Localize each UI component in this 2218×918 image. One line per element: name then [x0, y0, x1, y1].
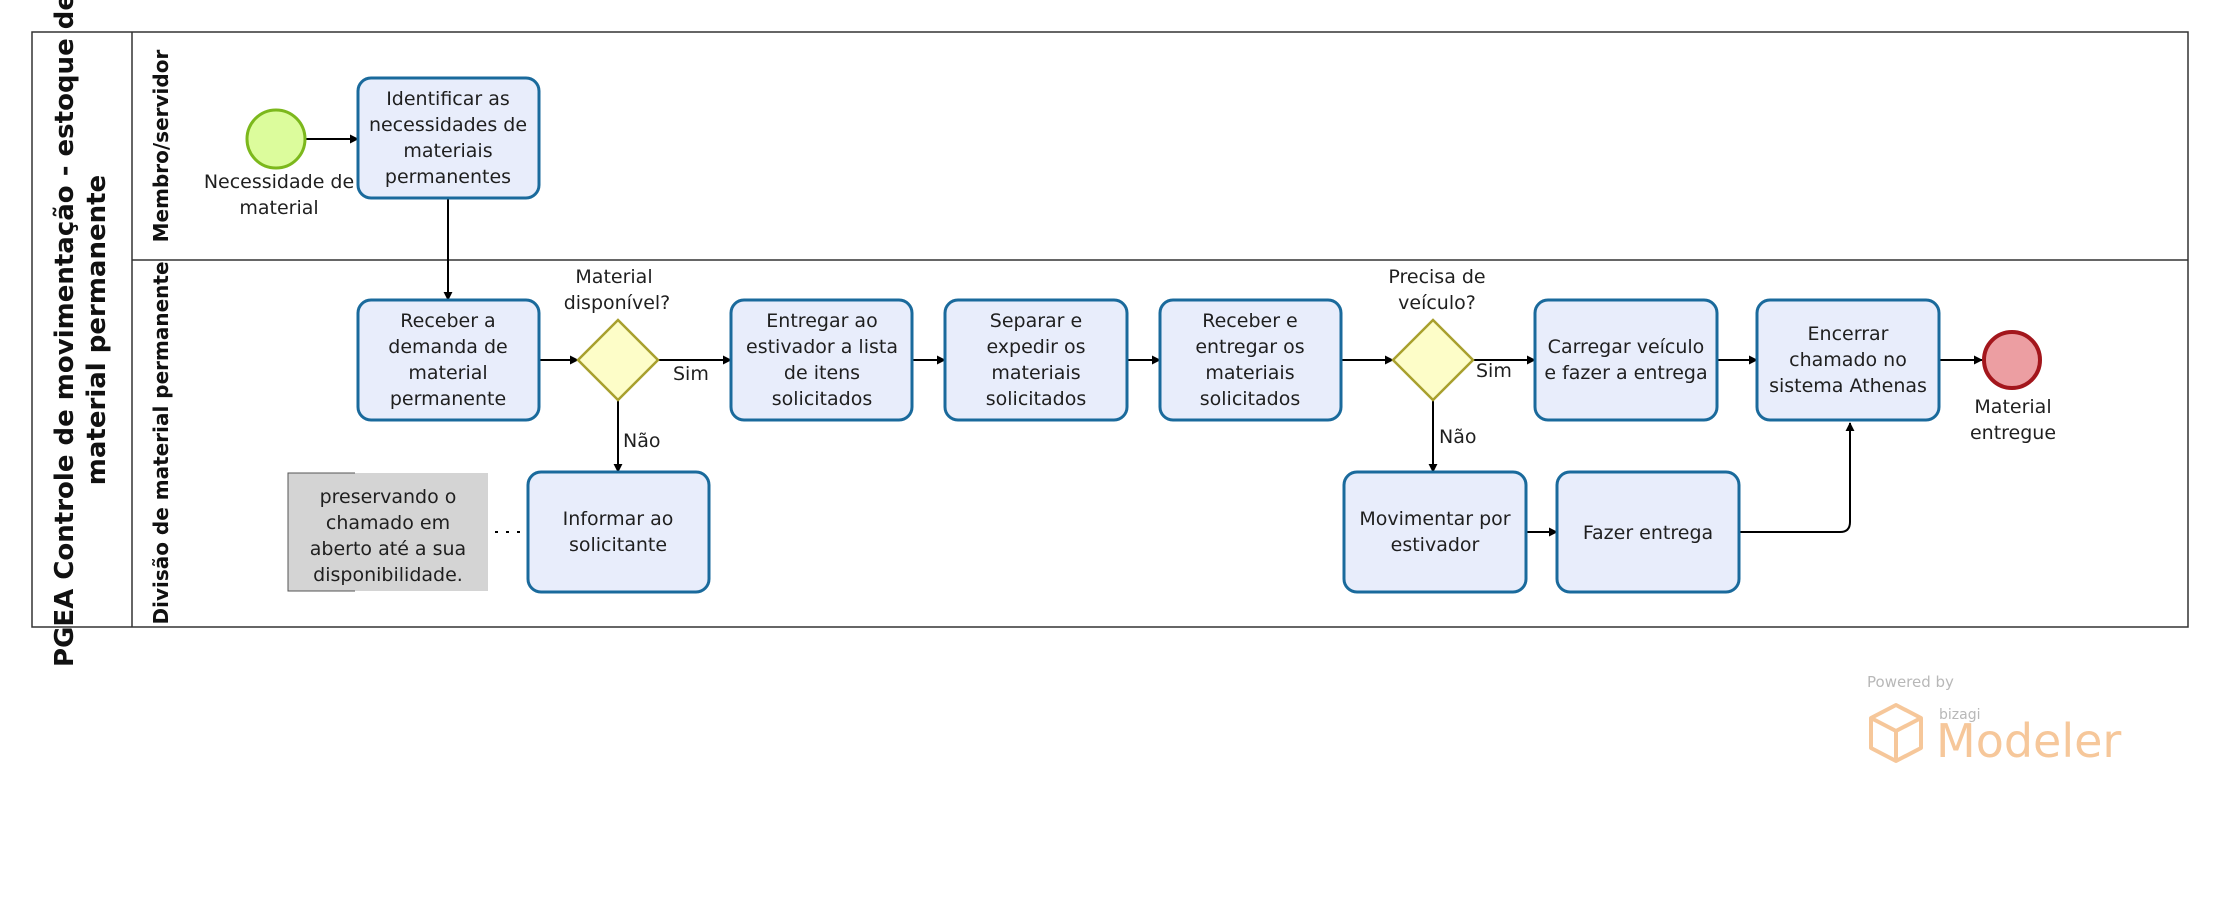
end-event-label-line1: Material [1974, 396, 2051, 418]
svg-text:sistema Athenas: sistema Athenas [1769, 375, 1927, 397]
svg-text:Fazer entrega: Fazer entrega [1583, 522, 1713, 544]
svg-text:chamado em: chamado em [326, 512, 450, 534]
task-entregar-estivador[interactable]: Entregar ao estivador a lista de itens s… [729, 298, 914, 422]
task-receber-demanda[interactable]: Receber a demanda de material permanente [356, 298, 541, 422]
svg-text:expedir os: expedir os [986, 336, 1085, 358]
svg-text:Identificar as: Identificar as [386, 88, 510, 110]
svg-text:permanentes: permanentes [385, 166, 511, 188]
svg-text:entregar os: entregar os [1195, 336, 1304, 358]
gateway-material-disponivel-label-line1: Material [575, 266, 652, 288]
svg-text:Receber e: Receber e [1202, 310, 1297, 332]
text-annotation: preservando o chamado em aberto até a su… [287, 472, 488, 592]
svg-text:materiais: materiais [991, 362, 1080, 384]
task-carregar-veiculo[interactable]: Carregar veículo e fazer a entrega [1533, 298, 1719, 422]
task-separar-expedir[interactable]: Separar e expedir os materiais solicitad… [943, 298, 1129, 422]
svg-text:permanente: permanente [390, 388, 506, 410]
svg-text:estivador a lista: estivador a lista [746, 336, 898, 358]
svg-text:solicitados: solicitados [986, 388, 1086, 410]
pool-title: PGEA Controle de movimentação - estoque … [50, 0, 112, 667]
sequence-flows [305, 134, 1983, 537]
lane-label-divisao: Divisão de material permanente [149, 261, 173, 624]
svg-text:material: material [408, 362, 487, 384]
end-event-label-line2: entregue [1970, 422, 2056, 444]
svg-text:Entregar ao: Entregar ao [766, 310, 877, 332]
task-fazer-entrega[interactable]: Fazer entrega [1555, 470, 1741, 594]
svg-text:Modeler: Modeler [1936, 714, 2121, 768]
svg-text:Powered by: Powered by [1867, 673, 1954, 691]
flow-label-nao-1: Não [623, 430, 660, 452]
svg-text:estivador: estivador [1391, 534, 1480, 556]
svg-text:disponibilidade.: disponibilidade. [313, 564, 463, 586]
svg-text:Movimentar por: Movimentar por [1359, 508, 1510, 530]
gateway-precisa-veiculo[interactable] [1391, 318, 1475, 402]
start-event-label-line1: Necessidade de [204, 171, 354, 193]
gateway-precisa-veiculo-label-line1: Precisa de [1388, 266, 1485, 288]
end-event[interactable] [1982, 330, 2042, 390]
svg-text:Carregar veículo: Carregar veículo [1548, 336, 1705, 358]
svg-text:materiais: materiais [403, 140, 492, 162]
flow-label-sim-1: Sim [673, 363, 709, 385]
flow-fazer-to-encerrar [1739, 422, 1855, 533]
svg-text:materiais: materiais [1205, 362, 1294, 384]
start-event[interactable] [245, 108, 307, 170]
flow-label-sim-2: Sim [1476, 360, 1512, 382]
svg-text:Separar e: Separar e [990, 310, 1082, 332]
svg-text:chamado no: chamado no [1789, 349, 1907, 371]
svg-text:bizagi: bizagi [1939, 707, 1980, 723]
task-informar-solicitante[interactable]: Informar ao solicitante [526, 470, 711, 594]
svg-text:e fazer a entrega: e fazer a entrega [1544, 362, 1707, 384]
svg-text:Divisão de material permanente: Divisão de material permanente [149, 261, 173, 624]
pool-border [31, 31, 2189, 628]
gateway-material-disponivel-label-line2: disponível? [564, 292, 671, 314]
svg-text:solicitante: solicitante [569, 534, 667, 556]
task-identificar-necessidades[interactable]: Identificar as necessidades de materiais… [356, 76, 541, 200]
task-encerrar-chamado[interactable]: Encerrar chamado no sistema Athenas [1755, 298, 1941, 422]
flow-label-nao-2: Não [1439, 426, 1476, 448]
svg-text:de itens: de itens [784, 362, 860, 384]
gateway-material-disponivel[interactable] [576, 318, 660, 402]
svg-text:preservando o: preservando o [320, 486, 457, 508]
svg-text:solicitados: solicitados [772, 388, 872, 410]
task-receber-entregar[interactable]: Receber e entregar os materiais solicita… [1158, 298, 1343, 422]
svg-text:demanda de: demanda de [388, 336, 507, 358]
svg-text:Informar ao: Informar ao [563, 508, 674, 530]
task-movimentar-estivador[interactable]: Movimentar por estivador [1342, 470, 1528, 594]
svg-text:aberto até a sua: aberto até a sua [310, 538, 466, 560]
bizagi-watermark: Powered by bizagi Modeler [1867, 673, 2121, 768]
gateway-precisa-veiculo-label-line2: veículo? [1398, 292, 1476, 314]
lane-label-membro: Membro/servidor [149, 50, 173, 243]
svg-text:necessidades de: necessidades de [369, 114, 527, 136]
svg-text:solicitados: solicitados [1200, 388, 1300, 410]
svg-text:Receber a: Receber a [400, 310, 495, 332]
start-event-label-line2: material [239, 197, 318, 219]
svg-text:Encerrar: Encerrar [1808, 323, 1889, 345]
svg-text:Membro/servidor: Membro/servidor [149, 50, 173, 243]
svg-text:material permanente: material permanente [82, 175, 112, 485]
svg-text:PGEA Controle de movimentação: PGEA Controle de movimentação - estoque … [50, 0, 80, 667]
bizagi-cube-icon [1869, 703, 1923, 763]
